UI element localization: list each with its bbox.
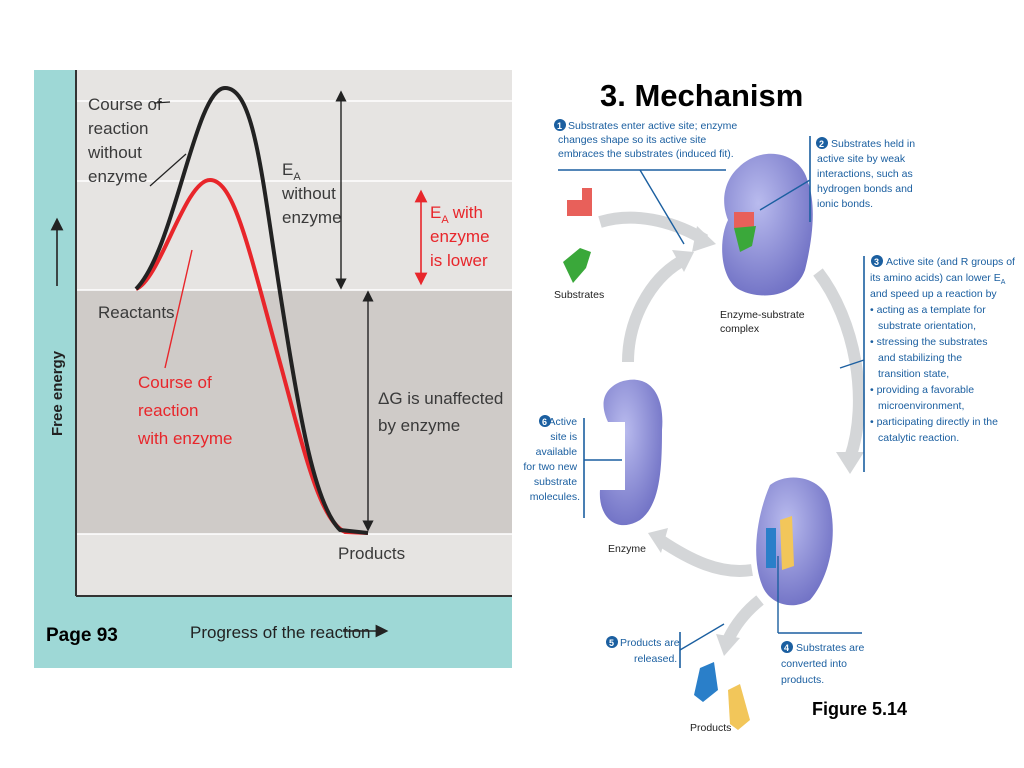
complex-substrate-green — [734, 226, 756, 252]
leader-without — [153, 101, 171, 104]
leader-without-2 — [149, 153, 187, 187]
step2-text: Substrates held in active site by weak i… — [817, 138, 918, 210]
ea-without-label: EA without enzyme — [281, 160, 342, 227]
slide-title: 3. Mechanism — [600, 78, 804, 113]
step4-text: Substrates are converted into products. — [781, 642, 867, 686]
enzyme-substrate-complex-icon — [722, 153, 813, 296]
products-release-arrow-head — [716, 634, 740, 656]
products-cycle-label: Products — [690, 722, 731, 734]
x-axis-label: Progress of the reaction — [190, 623, 370, 642]
cycle-arrow-bottom — [656, 535, 753, 577]
enzyme-icon — [599, 379, 663, 526]
products-release-arrow — [722, 595, 764, 643]
course-with-enzyme-label: Course of reaction with enzyme — [137, 373, 232, 448]
enzyme-label: Enzyme — [608, 543, 646, 555]
complex-product-yellow — [780, 516, 794, 570]
cycle-arrow-right — [813, 268, 865, 460]
step1-leader — [639, 169, 685, 245]
complex-product-blue — [766, 528, 776, 568]
step1-number: 1 — [557, 121, 562, 131]
step5-badge — [606, 636, 618, 648]
enzyme-product-complex-icon — [756, 477, 833, 606]
step4-badge — [781, 641, 793, 653]
substrate-green-icon — [563, 248, 591, 283]
upper-band — [76, 70, 512, 290]
product-yellow-icon — [728, 684, 750, 730]
products-label: Products — [338, 544, 405, 563]
cycle-arrow-top-head — [692, 226, 716, 252]
step5-number: 5 — [609, 638, 614, 648]
y-axis-label: Free energy — [49, 350, 66, 436]
course-without-enzyme-label: Course of reaction without enzyme — [87, 95, 166, 186]
cycle-arrow-left-head — [672, 250, 694, 272]
complex-label: Enzyme-substrate complex — [720, 309, 808, 335]
step4-number: 4 — [784, 643, 789, 653]
step6-badge — [539, 415, 551, 427]
delta-g-label: ΔG is unaffected by enzyme — [378, 389, 508, 435]
step6-number: 6 — [542, 417, 547, 427]
complex-substrate-red — [734, 212, 754, 228]
step1-badge — [554, 119, 566, 131]
substrate-red-icon — [567, 188, 592, 216]
energy-diagram: Free energy Progress of the reaction Cou… — [34, 70, 512, 668]
step2-number: 2 — [819, 139, 824, 149]
reactants-label: Reactants — [98, 303, 175, 322]
cycle-arrow-top — [598, 211, 709, 246]
step5-leader — [679, 623, 725, 651]
cycle-arrow-right-head — [836, 452, 864, 474]
step3-text: Active site (and R groups of its amino a… — [870, 256, 1018, 444]
figure-label: Figure 5.14 — [812, 699, 908, 719]
substrates-label: Substrates — [554, 289, 604, 301]
leader-with — [164, 249, 193, 369]
step5-text: Products are released. — [620, 637, 682, 665]
enzyme-cycle: Substrates Enzyme-substrate complex Enzy… — [523, 119, 1018, 734]
cycle-arrow-bottom-head — [648, 528, 668, 553]
page-label: Page 93 — [46, 625, 118, 646]
curve-without-enzyme — [134, 85, 369, 535]
step2-badge — [816, 137, 828, 149]
step1-text: Substrates enter active site; enzyme cha… — [558, 120, 740, 160]
step2-leader — [759, 179, 811, 211]
step3-number: 3 — [874, 257, 879, 267]
step6-text: Active site is available for two new sub… — [523, 416, 580, 503]
product-blue-icon — [694, 662, 718, 702]
bottom-band — [76, 534, 512, 596]
curve-with-enzyme — [134, 177, 369, 535]
cycle-arrow-left — [622, 256, 684, 363]
step3-leader — [839, 359, 865, 369]
step3-badge — [871, 255, 883, 267]
